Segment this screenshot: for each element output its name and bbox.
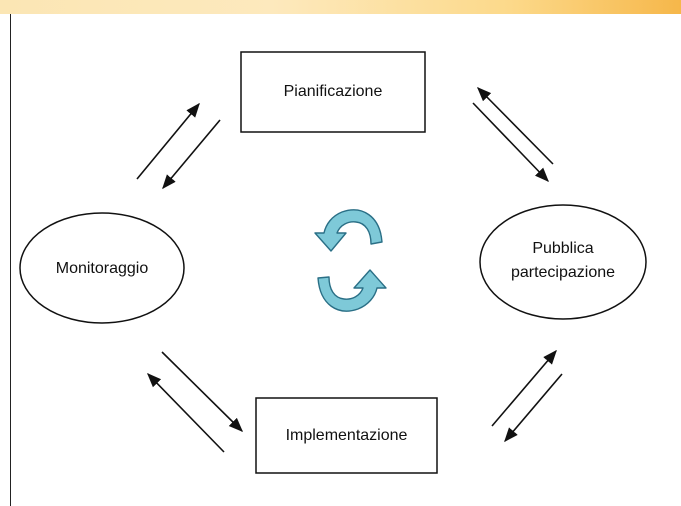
- arrow-participation-to-implementation: [504, 373, 563, 443]
- arrow-monitoring-to-implementation: [161, 351, 244, 433]
- node-participation-label: Pubblica partecipazione: [480, 237, 646, 285]
- arrow-monitoring-to-planning: [136, 102, 200, 180]
- left-border-line: [10, 14, 11, 506]
- header-band: [0, 0, 681, 14]
- arrow-participation-to-planning: [476, 86, 554, 165]
- node-planning-label: Pianificazione: [283, 83, 383, 100]
- node-implementation-label: Implementazione: [285, 427, 408, 444]
- cycle-refresh-icon: [314, 209, 387, 312]
- arrow-implementation-to-monitoring: [146, 372, 225, 453]
- node-participation-label-line2: partecipazione: [510, 264, 616, 281]
- node-planning-box: [240, 51, 426, 133]
- node-monitoring-label: Monitoraggio: [55, 260, 149, 277]
- node-participation-label-line1: Pubblica: [532, 240, 594, 257]
- node-participation-ellipse: [479, 204, 647, 320]
- node-implementation-box: [255, 397, 438, 474]
- node-monitoring-ellipse: [19, 212, 185, 324]
- arrow-implementation-to-participation: [491, 349, 557, 427]
- arrow-planning-to-monitoring: [162, 119, 221, 190]
- arrow-planning-to-participation: [472, 102, 549, 183]
